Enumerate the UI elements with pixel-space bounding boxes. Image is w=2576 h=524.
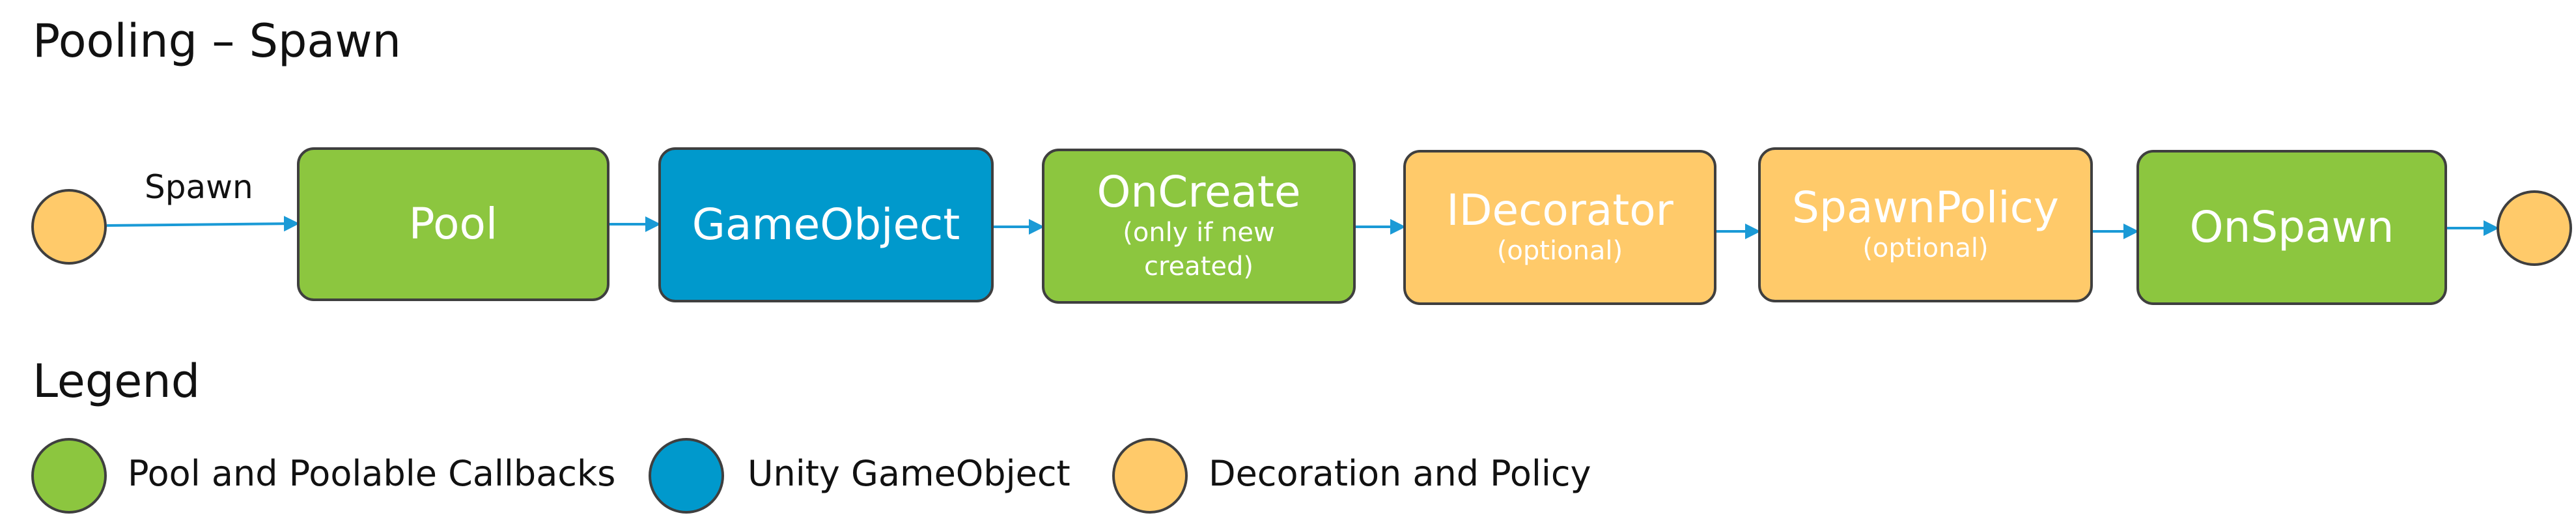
start-node (31, 189, 107, 265)
legend-swatch-green (31, 438, 107, 514)
legend-label-decoration-policy: Decoration and Policy (1209, 453, 1591, 494)
node-oncreate-sublabel: (only if new created) (1123, 218, 1275, 282)
node-gameobject-label: GameObject (692, 199, 960, 250)
node-onspawn-label: OnSpawn (2189, 201, 2394, 252)
arrow-start-to-pool (106, 216, 300, 232)
node-spawnpolicy-sublabel: (optional) (1862, 233, 1989, 264)
node-onspawn: OnSpawn (2136, 150, 2447, 305)
node-idecorator-sublabel: (optional) (1496, 236, 1623, 267)
legend-swatch-orange (1112, 438, 1188, 514)
node-oncreate-label: OnCreate (1097, 166, 1301, 217)
end-node (2497, 190, 2572, 266)
legend-label-unity-gameobject: Unity GameObject (748, 453, 1071, 494)
legend-title: Legend (33, 355, 201, 408)
node-oncreate: OnCreate (only if new created) (1042, 149, 1356, 304)
legend-label-pool-callbacks: Pool and Poolable Callbacks (128, 453, 616, 494)
node-pool-label: Pool (408, 198, 498, 249)
node-spawnpolicy-label: SpawnPolicy (1792, 182, 2059, 233)
node-idecorator: IDecorator (optional) (1403, 150, 1716, 305)
page-title: Pooling – Spawn (33, 14, 401, 68)
node-gameobject: GameObject (658, 147, 994, 302)
node-spawnpolicy: SpawnPolicy (optional) (1758, 147, 2093, 302)
legend-swatch-blue (649, 438, 724, 514)
edge-label-spawn: Spawn (145, 168, 253, 206)
node-idecorator-label: IDecorator (1446, 184, 1673, 235)
node-pool: Pool (297, 147, 609, 301)
